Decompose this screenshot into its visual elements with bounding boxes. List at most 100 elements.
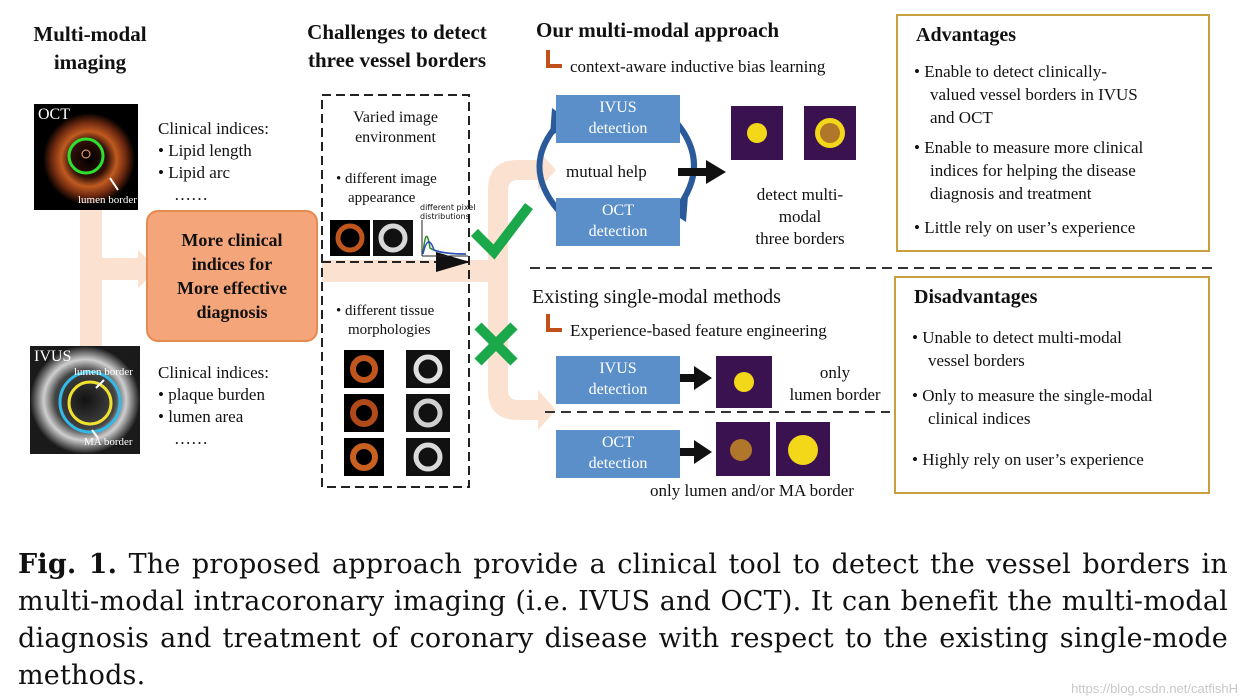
watermark: https://blog.csdn.net/catfishH	[1071, 681, 1238, 696]
approach-subtitle: context-aware inductive bias learning	[570, 57, 826, 76]
black-arrows	[436, 160, 726, 464]
oct-image-art	[43, 113, 135, 205]
disadvantages-box: Disadvantages • Unable to detect multi-m…	[894, 276, 1210, 494]
peach-arrowhead-down	[538, 390, 556, 430]
challenge-ivus-thumb	[373, 220, 413, 256]
subtitle-arrows	[546, 50, 562, 332]
approach-seg-1	[731, 106, 783, 160]
existing-oct-seg-2	[776, 422, 830, 476]
col1-title: Multi-modal imaging	[10, 20, 170, 76]
black-arrow-mid-shaft	[666, 374, 696, 382]
challenges-dashed-box	[321, 94, 470, 488]
challenge-item1-line1: Varied image	[353, 109, 438, 126]
approach-oct-box: OCT detection	[556, 198, 680, 246]
ivus-image: IVUS lumen border MA border	[30, 346, 140, 454]
check-icon	[470, 202, 534, 260]
peach-down-path	[488, 262, 540, 420]
center-box-line4: diagnosis	[196, 302, 268, 322]
oct-index-1: • Lipid length	[158, 141, 252, 160]
challenge-item2-line1: • different image	[336, 171, 437, 187]
flow-graphics	[80, 50, 1215, 488]
oct-indices: Clinical indices: • Lipid length • Lipid…	[158, 118, 269, 206]
advantages-title: Advantages	[916, 24, 1017, 46]
disadvantage-3-line1: • Highly rely on user’s experience	[912, 450, 1144, 469]
advantage-1-line3: and OCT	[930, 108, 993, 127]
ivus-index-2: • lumen area	[158, 407, 244, 426]
black-arrow-top-shaft	[678, 168, 708, 176]
existing-oct-result: only lumen and/or MA border	[650, 481, 854, 500]
existing-subtitle: Experience-based feature engineering	[570, 321, 827, 340]
advantage-2-line3: diagnosis and treatment	[930, 184, 1092, 203]
approach-ivus-line2: detection	[588, 120, 648, 137]
challenge-item2: • different image appearance	[336, 170, 466, 208]
challenge-oct-thumb	[330, 220, 370, 256]
approach-oct-line1: OCT	[602, 202, 634, 219]
existing-oct-line1: OCT	[602, 434, 634, 451]
caption-label: Fig. 1.	[18, 549, 118, 580]
approach-oct-line2: detection	[588, 223, 648, 240]
approach-seg-2	[804, 106, 856, 160]
figure: Multi-modal imaging OCT lumen border Cli…	[10, 14, 1215, 500]
mutual-help-label: mutual help	[566, 162, 647, 181]
black-arrow-mid-head	[694, 366, 712, 390]
center-box: More clinical indices for More effective…	[146, 210, 318, 342]
existing-title: Existing single-modal methods	[532, 286, 781, 308]
oct-image: OCT lumen border	[34, 104, 138, 210]
subtitle-arrow-2	[546, 314, 562, 332]
challenge-item1-line2: environment	[355, 129, 436, 146]
disadvantage-1-line1: • Unable to detect multi-modal	[912, 328, 1122, 347]
ivus-ma-label: MA border	[84, 436, 133, 448]
existing-oct-line2: detection	[588, 455, 648, 472]
oct-index-more: ……	[174, 185, 208, 204]
existing-oct-seg-1	[716, 422, 770, 476]
col1-title-line1: Multi-modal	[33, 22, 147, 46]
challenge-item2-line2: appearance	[348, 190, 416, 206]
existing-ivus-result-line2: lumen border	[789, 385, 881, 404]
peach-mid-bar	[322, 260, 502, 282]
pixel-note-line1: different pixel	[420, 203, 476, 212]
col2-title-line2: three vessel borders	[307, 48, 487, 72]
ivus-index-more: ……	[174, 429, 208, 448]
advantage-item-2: • Enable to measure more clinical indice…	[914, 136, 1143, 205]
pixel-distribution-plot	[418, 216, 470, 260]
existing-ivus-result: only lumen border	[780, 362, 890, 406]
advantage-2-line2: indices for helping the disease	[930, 161, 1136, 180]
advantage-item-3: • Little rely on user’s experience	[914, 216, 1135, 239]
existing-oct-box: OCT detection	[556, 430, 680, 478]
ivus-label: IVUS	[34, 348, 72, 365]
pixel-note-line2: distributions	[420, 212, 470, 221]
advantage-1-line1: • Enable to detect clinically-	[914, 62, 1107, 81]
subtitle-arrow-1	[546, 50, 562, 68]
center-box-line2: indices for	[191, 254, 273, 274]
figure-caption: Fig. 1. The proposed approach provide a …	[18, 546, 1228, 694]
disadvantage-2-line1: • Only to measure the single-modal	[912, 386, 1153, 405]
approach-detect-line1: detect multi-	[756, 185, 844, 204]
approach-detect: detect multi- modal three borders	[730, 184, 870, 250]
morph-ivus-col	[406, 350, 450, 476]
ivus-lumen-label: lumen border	[74, 366, 133, 378]
center-box-line1: More clinical	[181, 230, 283, 250]
approach-ivus-line1: IVUS	[599, 99, 637, 116]
ivus-index-1: • plaque burden	[158, 385, 265, 404]
col1-title-line2: imaging	[53, 50, 127, 74]
advantage-3-line1: • Little rely on user’s experience	[914, 218, 1136, 237]
black-arrow-low-shaft	[666, 448, 696, 456]
peach-horizontal-bar	[80, 258, 140, 280]
disadvantage-item-3: • Highly rely on user’s experience	[912, 448, 1144, 471]
morph-oct-col	[344, 350, 384, 476]
disadvantage-item-1: • Unable to detect multi-modal vessel bo…	[912, 326, 1122, 372]
approach-ivus-box: IVUS detection	[556, 95, 680, 143]
oct-indices-title: Clinical indices:	[158, 119, 269, 138]
black-arrow-top-head	[706, 160, 726, 184]
challenge-item3: • different tissue morphologies	[336, 302, 466, 340]
oct-index-2: • Lipid arc	[158, 163, 231, 182]
oct-label: OCT	[38, 106, 70, 123]
col2-title-line1: Challenges to detect	[307, 20, 487, 44]
advantages-box: Advantages • Enable to detect clinically…	[896, 14, 1210, 252]
existing-ivus-line2: detection	[588, 381, 648, 398]
morphology-grid	[344, 350, 464, 480]
pixel-note: different pixel distributions	[420, 203, 475, 221]
approach-detect-line3: three borders	[755, 229, 845, 248]
challenge-arrow-head	[436, 252, 470, 272]
disadvantage-2-line2: clinical indices	[928, 409, 1031, 428]
